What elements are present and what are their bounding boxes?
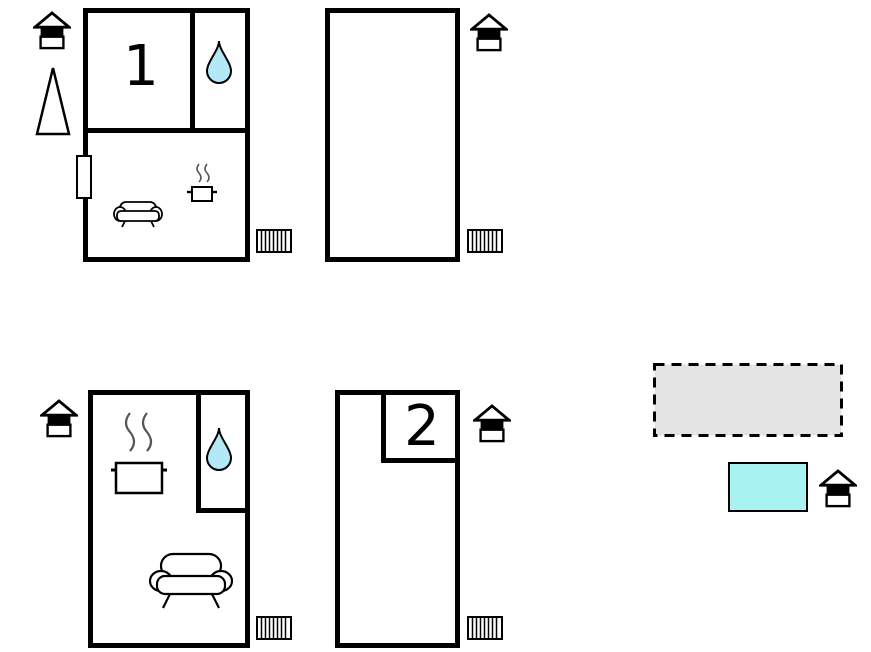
radiator-icon-unit-1 (256, 229, 292, 253)
unit-3-outline (88, 390, 250, 648)
water-drop-icon (204, 426, 234, 472)
door-opening-icon (76, 155, 92, 199)
unit-3-interior-wall-vertical (196, 395, 201, 512)
room-number-2: 2 (404, 394, 440, 459)
unit-4-interior-wall-horizontal (381, 458, 455, 463)
unit-1-interior-wall-horizontal (88, 128, 245, 133)
entrance-icon-unit-2 (470, 13, 508, 53)
unit-4-outline: 2 (335, 390, 460, 648)
entrance-icon-pool (819, 469, 857, 509)
water-drop-icon (204, 39, 234, 85)
unit-2-outline (325, 8, 460, 262)
cooking-pot-icon (186, 161, 218, 209)
tree-icon (34, 65, 72, 137)
entrance-icon-unit-4 (473, 404, 511, 444)
pool-area (728, 462, 808, 512)
room-number-1: 1 (123, 34, 159, 99)
unit-1-interior-wall-vertical (190, 13, 195, 128)
cooking-pot-icon (111, 409, 167, 501)
unit-4-interior-wall-vertical (381, 395, 386, 463)
radiator-icon-unit-2 (467, 229, 503, 253)
unit-3-interior-wall-horizontal (196, 508, 245, 513)
sofa-icon (112, 198, 164, 228)
sofa-icon (147, 550, 235, 612)
entrance-icon-unit-1 (33, 11, 71, 51)
radiator-icon-unit-3 (256, 616, 292, 640)
radiator-icon-unit-4 (467, 616, 503, 640)
unit-1-outline: 1 (76, 8, 250, 262)
entrance-icon-unit-3 (40, 399, 78, 439)
terrace-area (653, 363, 843, 437)
